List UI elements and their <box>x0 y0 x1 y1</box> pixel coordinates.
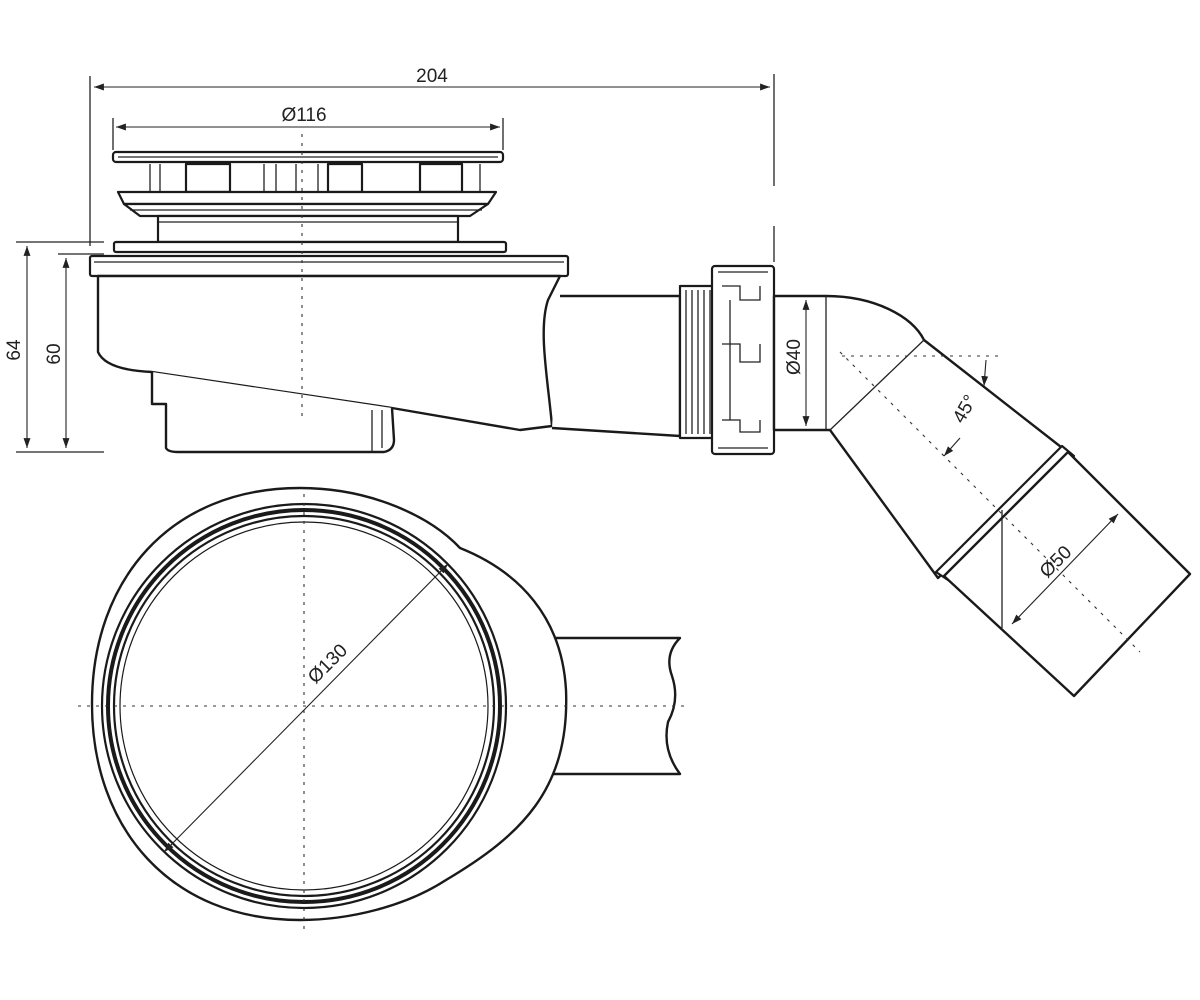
grate-collar <box>116 190 498 244</box>
union-nut <box>710 264 776 456</box>
outlet-pipe-side <box>551 294 682 438</box>
grate-top <box>111 150 505 194</box>
side-view <box>88 134 1192 698</box>
top-view <box>78 486 690 930</box>
drain-body <box>96 274 562 454</box>
threaded-coupling <box>678 284 716 440</box>
body-flange <box>88 240 570 278</box>
dim-height-total: 64 <box>4 339 25 361</box>
dim-grate-diameter: Ø116 <box>281 105 326 126</box>
elbow-outlet <box>772 294 1192 698</box>
dimension-lines <box>16 74 1119 853</box>
dim-inlet-diameter: Ø40 <box>784 339 805 375</box>
dim-height-body: 60 <box>44 343 65 364</box>
dim-overall-length: 204 <box>416 66 448 87</box>
